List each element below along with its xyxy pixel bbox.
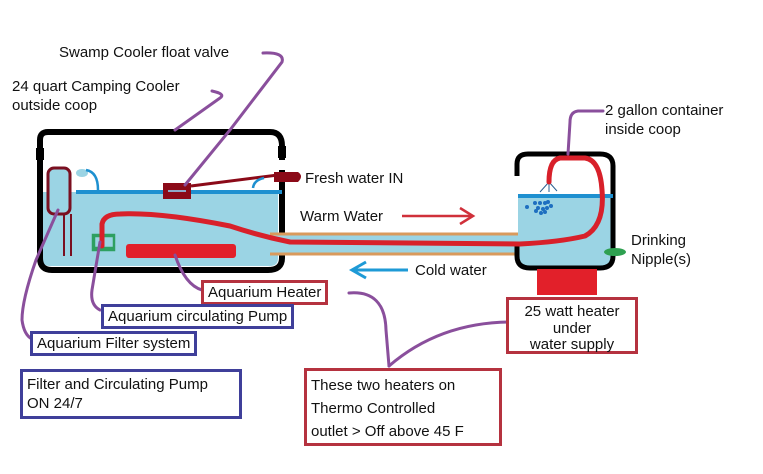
bubbles [525, 200, 553, 215]
aquarium-heater [126, 244, 236, 258]
box-thermo-control: These two heaters on Thermo Controlled o… [304, 368, 502, 446]
heater-25w [537, 269, 597, 295]
label-nipple-line1: Drinking [631, 232, 687, 249]
heater-25w-line2: under [552, 320, 592, 337]
label-warm-water: Warm Water [300, 208, 384, 225]
label-cooler: 24 quart Camping Cooler outside coop [12, 77, 180, 115]
leader-cooler [173, 89, 224, 132]
thermo-line1: These two heaters on [311, 377, 456, 394]
container-water [518, 194, 612, 266]
float-valve-arm [190, 173, 279, 188]
filter-outlet [76, 169, 88, 177]
cooler-lid-notch-right [278, 146, 286, 158]
label-nipple: Drinking Nipple(s) [631, 231, 691, 269]
cooler-lid-notch-left [36, 148, 44, 160]
filter-pump-note-line2: ON 24/7 [27, 395, 83, 412]
cold-arrow [348, 260, 408, 280]
box-aquarium-heater: Aquarium Heater [201, 280, 329, 305]
leader-circulating-pump [90, 240, 102, 312]
filter-system [46, 166, 72, 216]
leader-float-valve [183, 51, 284, 187]
leader-thermo-to-25w [387, 320, 514, 368]
warm-water-tube [99, 155, 605, 249]
heater-25w-line3: water supply [529, 336, 615, 353]
label-fresh-water: Fresh water IN [305, 170, 404, 187]
label-cooler-line2: outside coop [12, 97, 98, 114]
box-filter-system: Aquarium Filter system [30, 331, 198, 356]
thermo-line3: outlet > Off above 45 F [311, 423, 464, 440]
filter-return-arrow [85, 168, 100, 191]
label-container: 2 gallon container inside coop [605, 101, 723, 139]
leader-thermo-to-heater [347, 291, 391, 368]
box-heater-25w: 25 watt heater under water supply [506, 297, 638, 354]
label-float-valve: Swamp Cooler float valve [59, 44, 230, 61]
thermo-line2: Thermo Controlled [311, 400, 436, 417]
container-outline [514, 151, 616, 271]
label-nipple-line2: Nipple(s) [631, 251, 692, 268]
label-cold-water: Cold water [415, 262, 487, 279]
leader-container [566, 109, 605, 156]
box-filter-pump-note: Filter and Circulating Pump ON 24/7 [20, 369, 242, 419]
filter-pump-note-line1: Filter and Circulating Pump [27, 376, 208, 393]
label-container-line2: inside coop [605, 121, 681, 138]
label-cooler-line1: 24 quart Camping Cooler [12, 78, 180, 95]
leader-aquarium-heater [173, 253, 204, 292]
drinking-nipple [604, 248, 626, 256]
fresh-water-inlet [274, 172, 301, 182]
box-circulating-pump: Aquarium circulating Pump [101, 304, 295, 329]
leader-lines [20, 51, 605, 368]
heater-25w-line1: 25 watt heater [524, 303, 620, 320]
leader-filter-system [20, 208, 60, 341]
fresh-water-drip [251, 176, 265, 189]
label-container-line1: 2 gallon container [605, 102, 724, 119]
warm-arrow [402, 206, 476, 226]
cooler-outline [37, 129, 285, 273]
